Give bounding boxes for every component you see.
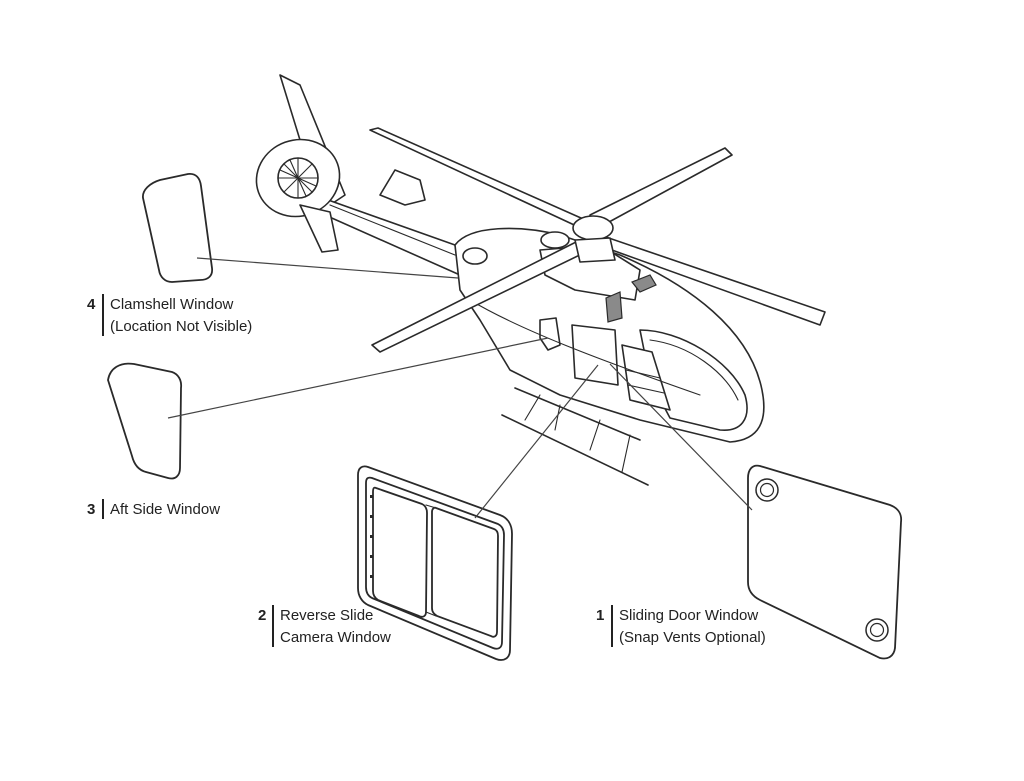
leader-line-2	[474, 364, 599, 519]
callout-label: Reverse Slide	[280, 607, 373, 624]
callout-sublabel: Camera Window	[280, 629, 391, 646]
helicopter-illustration	[255, 74, 826, 486]
callout-2: 2 Reverse Slide Camera Window	[258, 605, 391, 647]
leader-line-4	[196, 257, 459, 279]
callout-number: 1	[596, 607, 604, 624]
sliding-door-window-panel	[747, 464, 903, 660]
callout-sublabel: (Location Not Visible)	[110, 318, 252, 335]
callout-label: Clamshell Window	[110, 296, 234, 313]
callout-number: 4	[87, 296, 96, 313]
leader-line-1	[609, 363, 753, 511]
camera-window-panel	[357, 465, 513, 661]
callout-label: Aft Side Window	[110, 501, 220, 518]
clamshell-window-panel	[142, 173, 213, 283]
snap-vent-icon	[869, 622, 885, 638]
callout-sublabel: (Snap Vents Optional)	[619, 629, 766, 646]
callout-number: 3	[87, 501, 95, 518]
leader-line-3	[167, 337, 549, 419]
aft-side-window-panel	[107, 362, 183, 480]
callout-4: 4 Clamshell Window (Location Not Visible…	[87, 294, 252, 336]
callout-number: 2	[258, 607, 266, 624]
callout-label: Sliding Door Window	[619, 607, 758, 624]
snap-vent-icon	[759, 482, 775, 498]
callout-1: 1 Sliding Door Window (Snap Vents Option…	[596, 605, 766, 647]
callout-3: 3 Aft Side Window	[87, 499, 220, 519]
